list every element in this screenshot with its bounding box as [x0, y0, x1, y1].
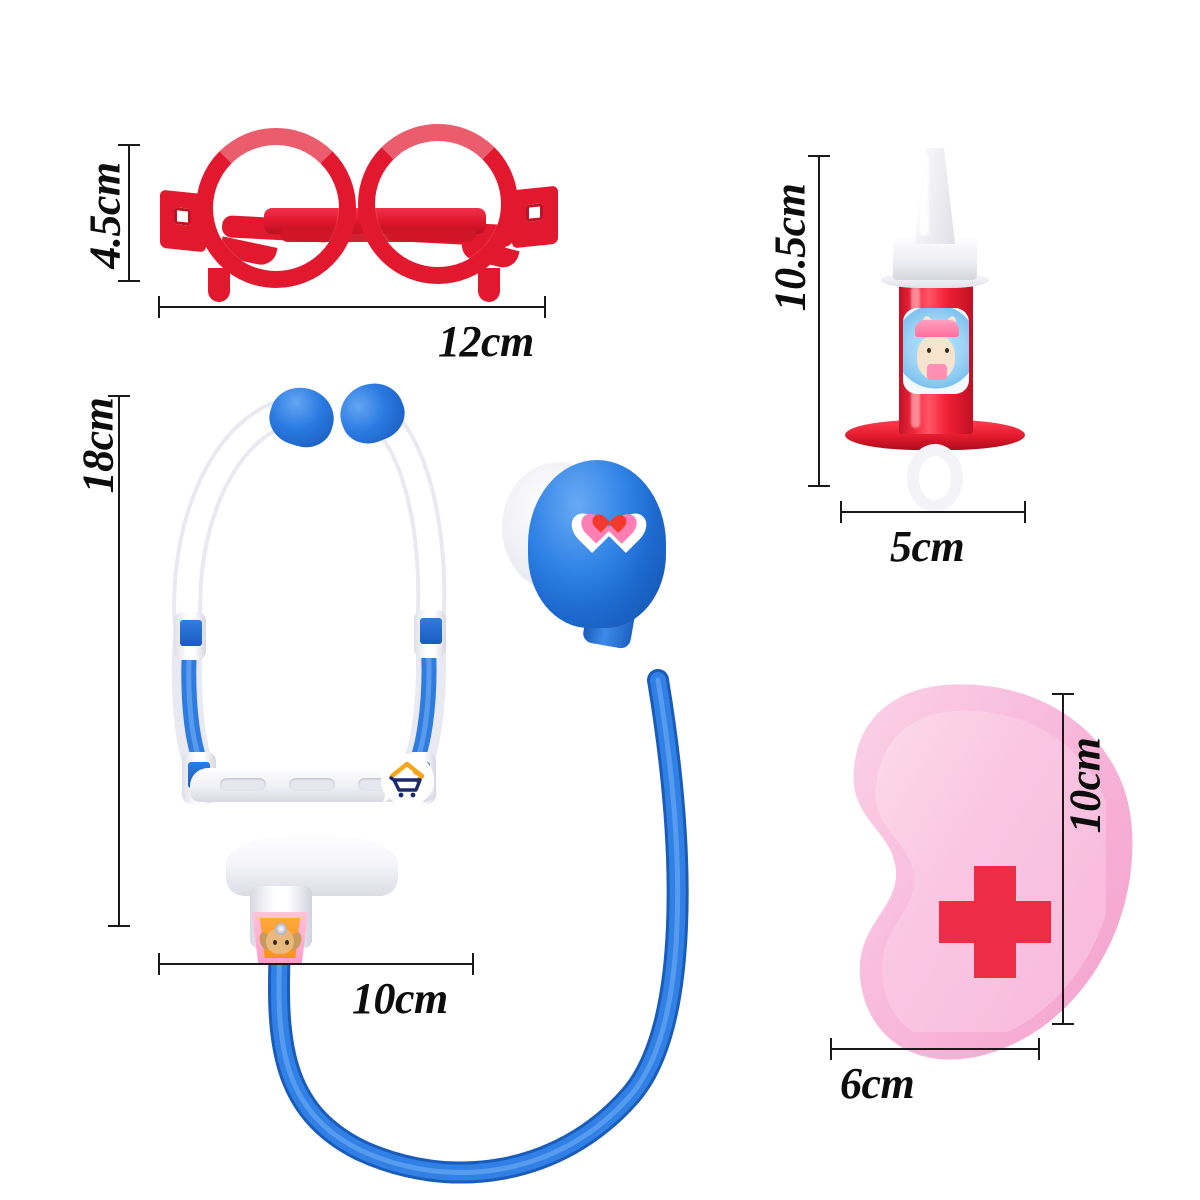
stethoscope-height-cap-top [108, 395, 130, 397]
tray-illustration [840, 680, 1150, 1070]
syringe-height-dimension-line [818, 156, 820, 486]
tray-width-label: 6cm [840, 1059, 915, 1108]
dog-eye-right-icon [285, 940, 289, 945]
glasses-height-cap-bottom [118, 280, 140, 282]
tray-height-cap-top [1052, 693, 1074, 695]
tray-height-label: 10cm [1060, 737, 1110, 834]
glasses-height-cap-top [118, 144, 140, 146]
glasses-illustration [160, 122, 558, 302]
glasses-height-dimension-line [128, 145, 130, 281]
dog-eye-left-icon [273, 940, 277, 945]
stethoscope-y-junction [226, 832, 398, 896]
glasses-width-cap-left [158, 296, 160, 318]
glasses-lens-highlight-left [196, 128, 356, 288]
tray-width-dimension-line [830, 1048, 1040, 1050]
tray-height-dimension-line [1062, 694, 1064, 1024]
right-arm-blue-band-upper [420, 618, 442, 644]
head-mirror-icon [275, 923, 287, 935]
stethoscope-tube [268, 669, 689, 1184]
glasses-hinge-hole-left [174, 207, 191, 226]
glasses-width-cap-right [544, 296, 546, 318]
bunny-eye-right-icon [945, 348, 949, 353]
medical-cross-icon-horizontal [939, 901, 1051, 943]
syringe-nozzle-highlight [919, 152, 929, 236]
stethoscope-height-label: 18cm [73, 397, 123, 494]
syringe-height-cap-bottom [808, 485, 830, 487]
bunny-hat-icon [915, 320, 959, 337]
syringe-height-label: 10.5cm [765, 183, 815, 312]
tray-height-cap-bottom [1052, 1023, 1074, 1025]
glasses-hinge-hole-right [526, 203, 543, 222]
stethoscope-width-label: 10cm [352, 974, 448, 1023]
stethoscope-height-dimension-line [118, 396, 120, 926]
glasses-lens-rim-left [196, 128, 356, 288]
syringe-height-cap-top [808, 155, 830, 157]
glasses-width-label: 12cm [438, 317, 534, 366]
bunny-eye-left-icon [927, 348, 931, 353]
bunny-bib-icon [927, 364, 947, 380]
shop-cart-badge [380, 753, 435, 806]
glasses-nose-pad-left [208, 268, 230, 302]
stethoscope-width-cap-left [158, 953, 160, 975]
left-arm-blue-band-upper [180, 620, 202, 646]
stethoscope-width-cap-right [472, 953, 474, 975]
cart-wheel-left-icon [398, 792, 404, 798]
glasses-nose-pad-right [478, 268, 500, 302]
syringe-width-label: 5cm [890, 522, 965, 571]
brace-slot-1 [220, 778, 266, 791]
stethoscope-illustration [130, 374, 830, 1184]
syringe-width-cap-left [840, 501, 842, 523]
syringe-thumb-ring [907, 444, 963, 512]
glasses-lens-rim-right [358, 124, 518, 284]
syringe-nozzle [914, 148, 956, 244]
syringe-illustration [845, 148, 1025, 512]
tray-width-cap-right [1038, 1038, 1040, 1060]
glasses-lens-highlight-right [358, 124, 518, 284]
syringe-width-dimension-line [840, 511, 1026, 513]
heart-sticker [583, 492, 635, 538]
glasses-height-label: 4.5cm [80, 162, 130, 269]
glasses-hinge-right [512, 185, 558, 249]
stethoscope-height-cap-bottom [108, 925, 130, 927]
cart-wheel-right-icon [410, 792, 416, 798]
stethoscope-width-dimension-line [158, 963, 474, 965]
glasses-width-dimension-line [158, 306, 546, 308]
cart-body-icon [392, 778, 422, 792]
syringe-width-cap-right [1024, 501, 1026, 523]
heart-layer-red [596, 505, 622, 525]
tray-width-cap-left [830, 1038, 832, 1060]
brace-slot-2 [289, 778, 335, 791]
